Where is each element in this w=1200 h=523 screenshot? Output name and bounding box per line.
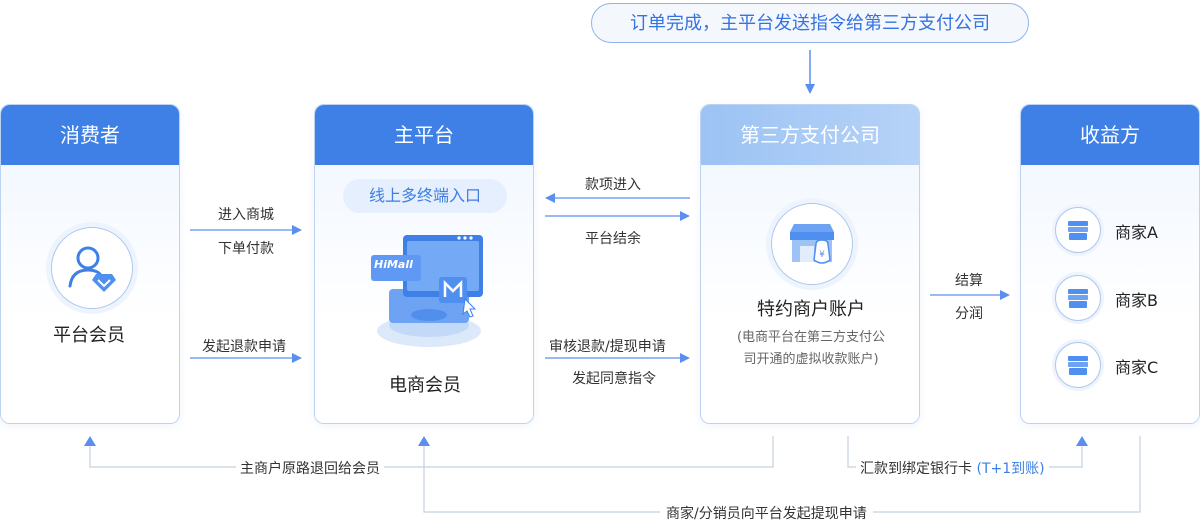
consumer-body: 平台会员: [1, 165, 179, 423]
payment-body: ¥ 特约商户账户 (电商平台在第三方支付公 司开通的虚拟收款账户): [701, 165, 919, 423]
account-note-line-1: (电商平台在第三方支付公: [736, 330, 886, 345]
label-settlement: 结算: [955, 273, 983, 289]
platform-member-label: 电商会员: [389, 375, 461, 396]
himall-brand: HiMall: [374, 258, 413, 271]
merchant-a-label: 商家A: [1115, 223, 1158, 242]
mall-illustration: HiMall: [367, 227, 487, 351]
special-merchant-account-label: 特约商户账户: [757, 299, 865, 320]
svg-text:¥: ¥: [819, 250, 825, 260]
consumer-member-label: 平台会员: [53, 325, 125, 346]
store-icon: [1055, 207, 1101, 253]
merchant-b-label: 商家B: [1115, 291, 1158, 310]
order-complete-note: 订单完成，主平台发送指令给第三方支付公司: [591, 3, 1029, 43]
multi-terminal-entry-pill: 线上多终端入口: [343, 179, 507, 213]
remit-timing-text: (T+1到账): [976, 461, 1045, 477]
merchant-c-label: 商家C: [1115, 358, 1159, 377]
label-place-order: 下单付款: [218, 241, 274, 257]
label-agree-instruction: 发起同意指令: [572, 371, 656, 387]
label-refund-to-member: 主商户原路退回给会员: [236, 458, 384, 478]
platform-body: 线上多终端入口 HiMall 电商会员: [315, 165, 533, 423]
payment-title: 第三方支付公司: [701, 105, 919, 165]
store-icon: [1055, 275, 1101, 321]
label-profit-share: 分润: [955, 306, 983, 322]
label-refund-request: 发起退款申请: [202, 339, 286, 355]
merchant-wallet-icon: ¥: [771, 203, 853, 285]
label-review-refund: 审核退款/提现申请: [549, 339, 666, 355]
label-funds-in: 款项进入: [585, 177, 641, 193]
label-platform-balance: 平台结余: [585, 231, 641, 247]
label-withdraw-request: 商家/分销员向平台发起提现申请: [660, 503, 873, 523]
consumer-card: 消费者 平台会员: [0, 104, 180, 424]
beneficiary-card: 收益方 商家A 商家B 商家C: [1020, 104, 1200, 424]
remit-to-bank-text: 汇款到绑定银行卡: [860, 461, 972, 477]
loop-refund-to-member: [89, 436, 774, 468]
consumer-title: 消费者: [1, 105, 179, 165]
account-note: (电商平台在第三方支付公 司开通的虚拟收款账户): [711, 327, 911, 371]
label-remit-to-bank: 汇款到绑定银行卡 (T+1到账): [856, 458, 1049, 478]
vip-member-icon: [51, 227, 133, 309]
main-platform-card: 主平台 线上多终端入口 HiMall 电商会员: [314, 104, 534, 424]
payment-company-card: 第三方支付公司 ¥ 特约商户账户 (电商平台在第三方支付公 司开通的虚拟收款账户…: [700, 104, 920, 424]
account-note-line-2: 司开通的虚拟收款账户): [743, 352, 879, 367]
beneficiary-title: 收益方: [1021, 105, 1199, 165]
beneficiary-body: 商家A 商家B 商家C: [1021, 165, 1199, 423]
store-icon: [1055, 342, 1101, 388]
platform-title: 主平台: [315, 105, 533, 165]
label-enter-mall: 进入商城: [218, 207, 274, 223]
